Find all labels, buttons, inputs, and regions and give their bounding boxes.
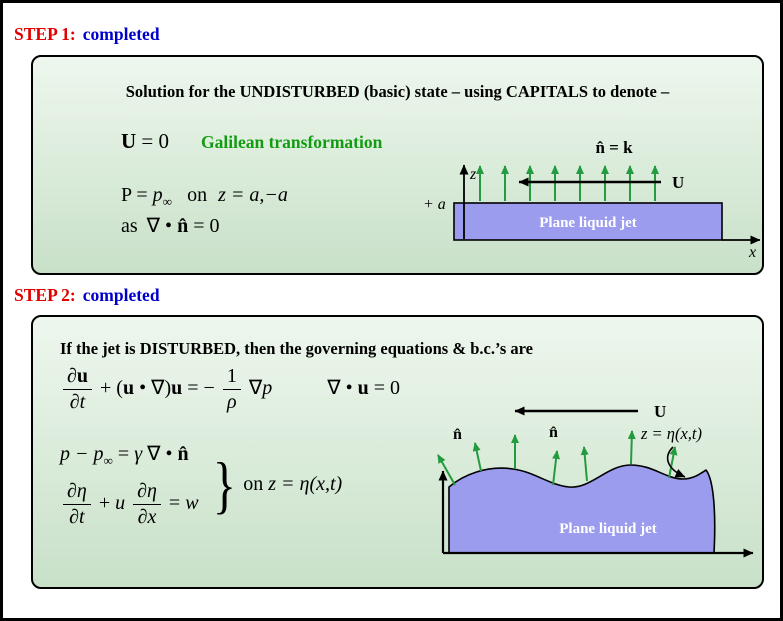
green-arrow (668, 446, 678, 479)
nabla-dot: ∇ • (147, 443, 173, 465)
n-hat-label: n̂ (453, 426, 462, 443)
dudt-fraction: ∂u ∂t (63, 365, 93, 413)
jet-rectangle (453, 202, 723, 241)
u-scalar: u (115, 492, 126, 515)
gamma-symbol: γ (134, 443, 143, 465)
n-hat: n̂ (177, 215, 189, 237)
step1-status: completed (82, 24, 160, 44)
deta-numerator: ∂η (63, 481, 91, 505)
deta-dt-fraction: ∂η∂t (63, 481, 91, 528)
n-hat-label: n̂ (549, 424, 558, 441)
plus-sign: + (98, 492, 111, 515)
p-var: p (262, 377, 273, 400)
green-arrow (552, 450, 561, 486)
step2-header: STEP 2: completed (14, 285, 160, 306)
deta-dx-fraction: ∂η∂x (133, 481, 161, 528)
rho-denominator: ρ (227, 391, 237, 413)
step1-title: Solution for the UNDISTURBED (basic) sta… (125, 82, 670, 101)
x-axis-label: x (748, 244, 756, 261)
dt-denominator: ∂t (69, 506, 85, 528)
surface-normal-arrows (476, 165, 659, 201)
continuity-rest: = 0 (373, 377, 401, 400)
pressure-bc-equation: p − p∞ = γ ∇ • n̂ (60, 441, 199, 468)
step2-status: completed (82, 285, 160, 305)
deta-numerator: ∂η (133, 481, 161, 505)
continuity-equation: ∇ • u = 0 (327, 377, 400, 399)
partial-symbol: ∂ (67, 365, 77, 387)
as-word: as (121, 215, 138, 237)
u-vector: u (357, 377, 369, 400)
step1-label: STEP 1: (14, 24, 76, 44)
step2-title: If the jet is DISTURBED, then the govern… (60, 339, 534, 358)
eta-pointer-arrow (666, 446, 686, 478)
pressure-equation: P = p∞ on z = a,−a (121, 184, 288, 209)
dot-nabla: • ∇) (134, 377, 172, 400)
dx-denominator: ∂x (137, 506, 157, 528)
nabla-dot: ∇ • (146, 215, 173, 237)
velocity-rest: = 0 (141, 129, 170, 153)
normal-divergence-equation: as ∇ • n̂ = 0 (121, 213, 219, 238)
galilean-note: Galilean transformation (201, 132, 383, 152)
kinematic-bc-equation: ∂η∂t + u ∂η∂x = w (60, 481, 199, 528)
normal-vector-equation-label: n̂ = k (595, 138, 633, 157)
bc-condition-expression: z = η(x,t) (268, 473, 343, 495)
equals-sign: = (168, 492, 181, 515)
bc-condition: on z = η(x,t) (243, 473, 342, 496)
velocity-arrow-label: U (654, 402, 666, 421)
pressure-condition: z = a,−a (218, 184, 288, 206)
momentum-equals: = − (182, 377, 215, 400)
jet-label: Plane liquid jet (559, 521, 657, 537)
pressure-subscript: ∞ (162, 194, 173, 209)
momentum-plus: + ( (100, 377, 123, 400)
pressure-lhs: P = (121, 184, 148, 206)
step2-panel: If the jet is DISTURBED, then the govern… (31, 315, 764, 589)
disturbed-jet-shape (448, 464, 716, 554)
surface-normal-arrows (437, 430, 678, 486)
equals-sign: = (117, 443, 130, 465)
nabla-dot: ∇ • (327, 377, 353, 400)
jet-label: Plane liquid jet (539, 215, 637, 231)
z-axis-label: z (469, 166, 477, 183)
undisturbed-jet-diagram: n̂ = k Plane liquid jet U z + a x (423, 138, 761, 261)
step1-panel: Solution for the UNDISTURBED (basic) sta… (31, 55, 764, 275)
velocity-equation: U = 0 Galilean transformation (121, 129, 382, 154)
boundary-conditions-block: p − p∞ = γ ∇ • n̂ ∂η∂t + u ∂η∂x = w } on… (60, 441, 342, 528)
velocity-vector: U (121, 129, 137, 153)
step2-label: STEP 2: (14, 285, 76, 305)
disturbed-jet-diagram: U Plane liquid jet n̂ n̂ z = η(x,t) (437, 402, 754, 558)
w-var: w (185, 492, 199, 515)
eta-surface-label: z = η(x,t) (640, 424, 702, 443)
green-arrow (627, 430, 636, 465)
pressure-bc-lhs: p − p (60, 443, 104, 465)
bc-brace: } (212, 448, 236, 520)
green-arrow (472, 442, 482, 472)
green-arrow (580, 446, 589, 482)
bc-equations: p − p∞ = γ ∇ • n̂ ∂η∂t + u ∂η∂x = w (60, 441, 199, 528)
nabla-symbol: ∇ (248, 377, 263, 400)
dt-denominator: ∂t (69, 391, 86, 413)
n-hat: n̂ (177, 443, 189, 465)
u-vector: u (76, 365, 89, 387)
green-arrow (437, 454, 456, 486)
pressure-on-word: on (187, 184, 208, 206)
infinity-subscript: ∞ (103, 453, 113, 468)
u-vector: u (171, 377, 183, 400)
on-word: on (243, 473, 264, 495)
one-numerator: 1 (222, 366, 241, 390)
velocity-arrow-label: U (672, 173, 684, 192)
step1-header: STEP 1: completed (14, 24, 160, 45)
pressure-var: p (152, 184, 163, 206)
u-vector: u (122, 377, 135, 400)
plus-a-label: + a (423, 196, 446, 213)
normal-rest: = 0 (193, 215, 220, 237)
